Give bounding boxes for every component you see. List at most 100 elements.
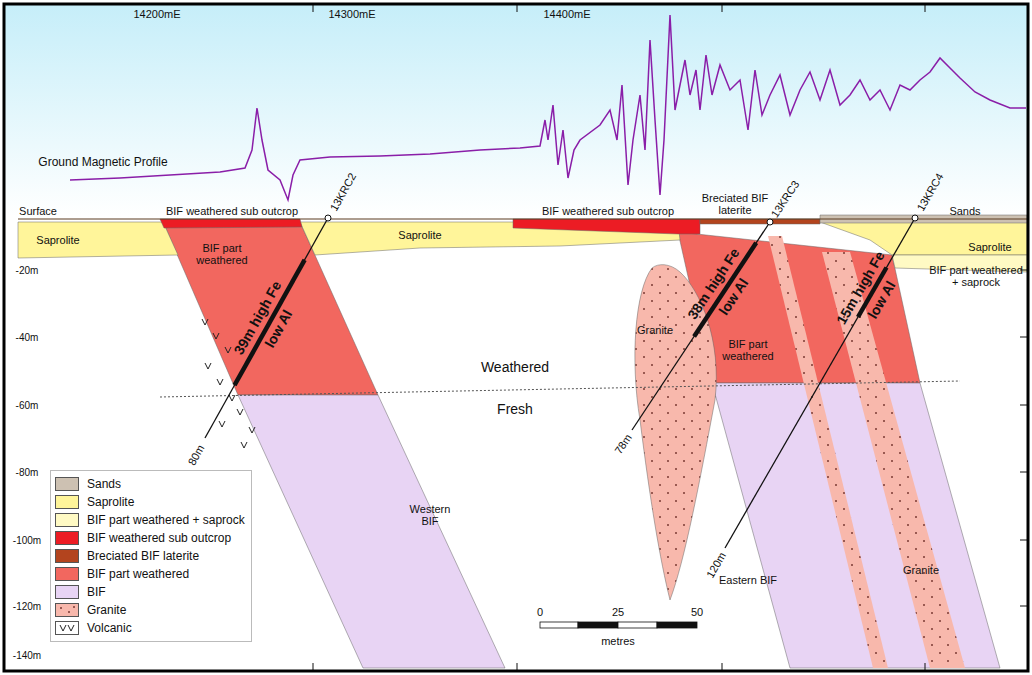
outcrop: [160, 219, 302, 228]
unit-label: Granite: [637, 324, 673, 336]
legend-swatch: [55, 603, 79, 617]
volcanic-symbol: [205, 363, 211, 369]
legend-swatch: [55, 585, 79, 599]
unit-label: Saprolite: [398, 229, 441, 241]
volcanic-symbol: [202, 319, 208, 325]
unit-label: BIF weathered sub outcrop: [166, 205, 298, 217]
scale-bar: [540, 622, 578, 628]
legend-item: BIF part weathered + saprock: [55, 511, 245, 529]
unit-label: Western BIF: [400, 503, 460, 527]
legend-text: BIF part weathered: [87, 567, 189, 581]
legend-text: Breciated BIF laterite: [87, 549, 199, 563]
profile-name: Ground Magnetic Profile: [38, 156, 167, 169]
legend-swatch: [55, 567, 79, 581]
legend-text: Granite: [87, 603, 126, 617]
easting: 14300mE: [328, 8, 375, 20]
unit-label: Breciated BIF laterite: [699, 192, 771, 216]
hole-depth: 78m: [612, 431, 634, 456]
scale-number: 25: [612, 606, 624, 618]
intercept: [235, 260, 305, 385]
depth-label: -80m: [16, 467, 39, 478]
legend-item: BIF: [55, 583, 245, 601]
legend-swatch: [55, 513, 79, 527]
legend-text: Saprolite: [87, 495, 134, 509]
tick: [1020, 606, 1027, 607]
tick: [925, 663, 926, 670]
unit-label: Eastern BIF: [718, 574, 778, 586]
scale-bar: [578, 622, 618, 628]
legend-item: Sands: [55, 475, 245, 493]
bif-east: [712, 383, 1000, 668]
collar: [912, 215, 918, 221]
magnetic-panel: [5, 5, 1027, 217]
easting: 14400mE: [543, 8, 590, 20]
outcrop: [513, 219, 700, 234]
unit-label: BIF weathered sub outcrop: [542, 205, 674, 217]
legend-swatch: [55, 477, 79, 491]
volcanic-symbol: [237, 409, 243, 415]
volcanic-symbol: [249, 427, 255, 433]
scale-number: 0: [537, 606, 543, 618]
magnetic-profile: [70, 15, 1026, 200]
hole-depth: 80m: [185, 442, 206, 467]
tick: [1020, 405, 1027, 406]
scale-unit: metres: [601, 635, 635, 647]
legend-swatch: [55, 531, 79, 545]
scale-bar: [657, 622, 697, 628]
legend-swatch: [55, 495, 79, 509]
collar: [767, 219, 773, 225]
depth-label: -60m: [16, 400, 39, 411]
legend: SandsSaproliteBIF part weathered + sapro…: [50, 470, 252, 642]
tick: [1020, 337, 1027, 338]
legend-text: Sands: [87, 477, 121, 491]
legend-text: BIF part weathered + saprock: [87, 513, 245, 527]
zone-label: Weathered: [481, 360, 549, 375]
scale-number: 50: [691, 606, 703, 618]
volcanic-symbol: [229, 395, 235, 401]
legend-item: Volcanic: [55, 619, 245, 637]
tick: [313, 663, 314, 670]
drillhole: [725, 218, 915, 548]
tick: [722, 5, 723, 12]
saprolite: [18, 222, 178, 258]
tick: [517, 5, 518, 12]
tick: [1020, 540, 1027, 541]
tick: [313, 5, 314, 12]
depth-label: -20m: [16, 265, 39, 276]
depth-label: -140m: [13, 650, 41, 661]
legend-text: BIF: [87, 585, 106, 599]
unit-label: Granite: [903, 564, 939, 576]
legend-item: Breciated BIF laterite: [55, 547, 245, 565]
depth-label: -120m: [13, 601, 41, 612]
saprolite: [820, 222, 1027, 255]
legend-item: Saprolite: [55, 493, 245, 511]
legend-text: Volcanic: [87, 621, 132, 635]
legend-swatch: [55, 621, 79, 635]
collar: [325, 215, 331, 221]
legend-item: BIF part weathered: [55, 565, 245, 583]
volcanic-symbol: [219, 421, 225, 427]
easting: 14200mE: [133, 8, 180, 20]
volcanic-symbol: [217, 379, 223, 385]
unit-label: BIF part weathered: [713, 338, 783, 362]
frame: [4, 4, 1028, 671]
unit-label: Saprolite: [968, 241, 1011, 253]
legend-item: BIF weathered sub outcrop: [55, 529, 245, 547]
surface-label: Surface: [19, 205, 57, 217]
tick: [722, 663, 723, 670]
volcanic-symbol: [225, 347, 231, 353]
zone-label: Fresh: [497, 402, 533, 417]
weathering-front: [160, 381, 960, 397]
depth-label: -40m: [16, 332, 39, 343]
drillhole: [632, 222, 770, 430]
granite-dyke: [768, 236, 888, 668]
unit-label: BIF part weathered + saprock: [929, 264, 1024, 288]
tick: [925, 5, 926, 12]
ground-surface: [18, 219, 1027, 220]
bif-west: [238, 395, 505, 668]
scale-bar: [618, 622, 657, 628]
granite-pod: [635, 265, 716, 600]
depth-label: -100m: [13, 535, 41, 546]
legend-item: Granite: [55, 601, 245, 619]
